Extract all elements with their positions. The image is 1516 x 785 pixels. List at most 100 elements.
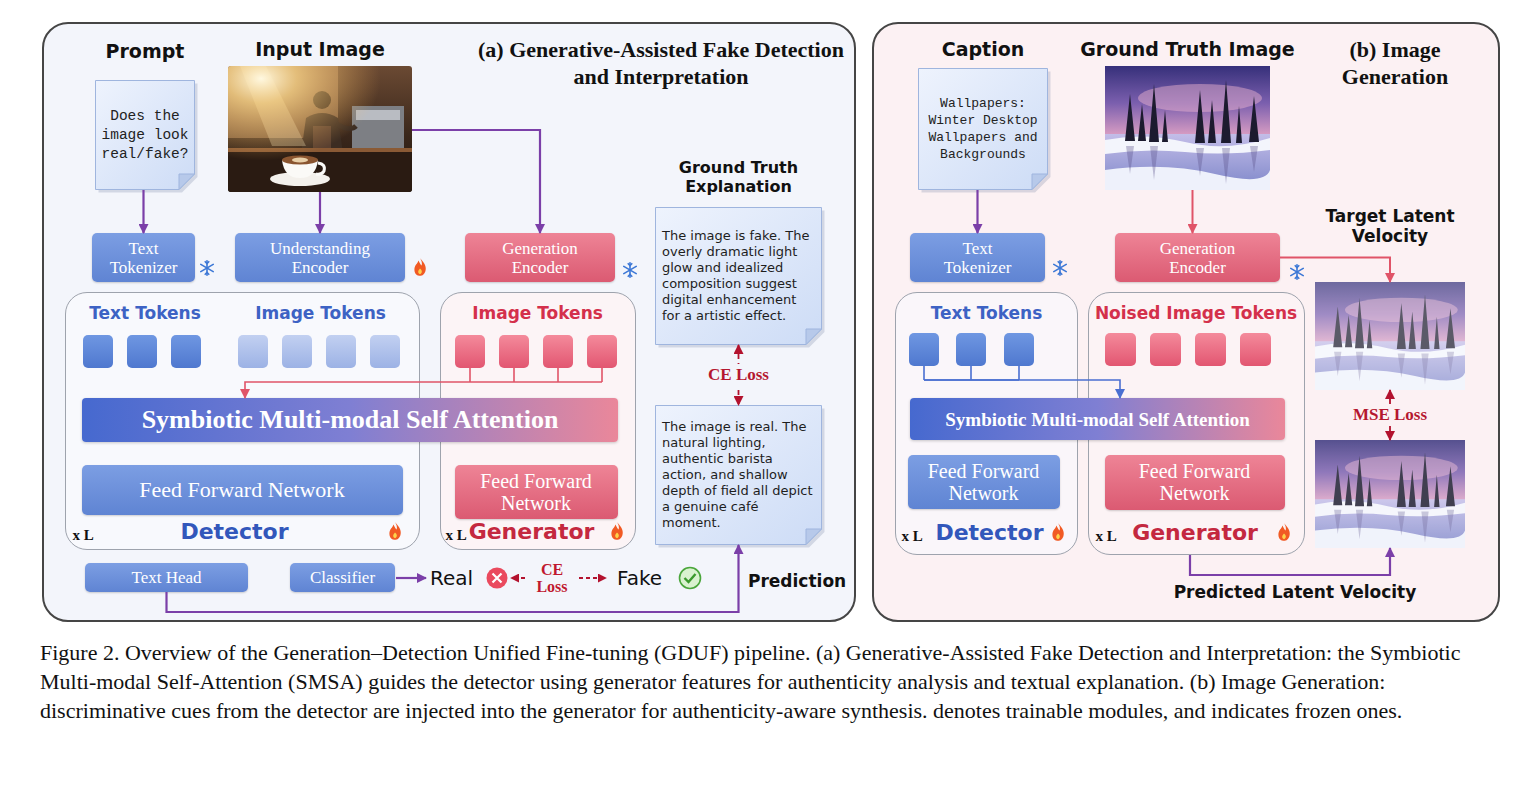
latent-image xyxy=(1315,282,1465,390)
note-body xyxy=(656,406,822,545)
image-heading: Target Latent Velocity xyxy=(1305,206,1475,246)
output-label: Prediction xyxy=(748,571,852,591)
frozen-icon xyxy=(624,263,636,277)
correct-icon xyxy=(680,568,701,589)
process-box: Understanding Encoder xyxy=(235,233,405,282)
edge-label: CE Loss xyxy=(705,364,772,386)
correct-icon xyxy=(680,568,701,589)
process-box: Feed Forward Network xyxy=(1105,455,1285,510)
trainable-icon xyxy=(611,522,622,540)
text-frame: Predicted Latent Velocity xyxy=(1150,582,1440,602)
text-frame: Generator xyxy=(462,519,602,545)
note-card: Ground Truth ExplanationThe image is fak… xyxy=(655,207,822,345)
connector-arrow xyxy=(976,190,978,233)
text-frame: Noised Image Tokens xyxy=(1092,303,1301,323)
token-heading: Noised Image Tokens xyxy=(1092,303,1301,323)
text-frame: Generator xyxy=(1128,520,1263,546)
frozen-icon xyxy=(1291,265,1303,279)
text-frame: Ground Truth Explanation xyxy=(655,158,822,196)
note-card: The image is real. The natural lighting,… xyxy=(655,405,822,545)
class-label: Real xyxy=(430,565,490,591)
connector-arrow xyxy=(1190,548,1390,575)
text-frame: MSE Loss xyxy=(1350,404,1430,426)
note-fold xyxy=(806,529,822,545)
token-square xyxy=(326,335,356,368)
token-square xyxy=(1240,333,1271,366)
attention-bar: Symbiotic Multi-modal Self Attention xyxy=(82,398,618,442)
connector-arrow xyxy=(142,190,144,233)
layer-count: x L xyxy=(1096,527,1126,545)
token-square xyxy=(1195,333,1226,366)
prompt-text: Does the image look real/fake? xyxy=(99,107,191,164)
note-card: PromptDoes the image look real/fake? xyxy=(95,80,195,190)
block-title: Detector xyxy=(160,519,310,545)
block-title: Generator xyxy=(462,519,602,545)
note-fold xyxy=(806,329,822,345)
text-frame: (b) Image Generation xyxy=(1320,36,1470,90)
connector-arrow xyxy=(319,192,321,233)
process-box: Text Tokenizer xyxy=(910,233,1045,282)
box-label: Generation Encoder xyxy=(1142,239,1254,277)
winter-photo xyxy=(1105,66,1270,190)
note-body xyxy=(656,208,822,345)
text-frame: Feed Forward Network xyxy=(919,460,1049,504)
note-heading: Caption xyxy=(918,38,1048,61)
box-label: Feed Forward Network xyxy=(919,460,1049,504)
connector-arrow xyxy=(245,382,470,398)
trainable-icon xyxy=(1052,523,1063,541)
bar-label: Symbiotic Multi-modal Self Attention xyxy=(915,408,1280,431)
note-heading: Ground Truth Explanation xyxy=(655,158,822,196)
text-frame: Prediction xyxy=(748,571,852,591)
latent-image xyxy=(1315,440,1465,548)
text-frame: Generation Encoder xyxy=(1142,239,1254,277)
token-heading: Image Tokens xyxy=(448,303,628,323)
note-card: CaptionWallpapers: Winter Desktop Wallpa… xyxy=(918,68,1048,190)
text-frame: Ground Truth Image xyxy=(1070,38,1305,61)
text-frame: Image Tokens xyxy=(240,303,402,323)
box-label: Feed Forward Network xyxy=(471,470,601,514)
image-heading: Input Image xyxy=(228,38,412,61)
token-square xyxy=(83,335,113,368)
note-shape xyxy=(918,68,1048,190)
text-frame: Input Image xyxy=(228,38,412,61)
token-square xyxy=(543,335,573,368)
text-frame: The image is real. The natural lighting,… xyxy=(662,419,815,531)
caption-text: Wallpapers: Winter Desktop Wallpapers an… xyxy=(923,95,1043,163)
text-frame: Symbiotic Multi-modal Self Attention xyxy=(915,408,1280,431)
frozen-icon xyxy=(201,261,213,275)
token-square xyxy=(238,335,268,368)
token-square xyxy=(83,333,1271,368)
text-frame: CE Loss xyxy=(527,561,577,595)
token-heading: Text Tokens xyxy=(902,303,1072,323)
token-square xyxy=(171,335,201,368)
explanation-text: The image is fake. The overly dramatic l… xyxy=(662,228,815,324)
correct-icon xyxy=(685,574,696,582)
box-label: Understanding Encoder xyxy=(255,239,385,277)
text-frame: Real xyxy=(430,565,490,591)
token-square xyxy=(1004,333,1034,366)
text-frame: Symbiotic Multi-modal Self Attention xyxy=(90,405,610,435)
box-label: Text Head xyxy=(92,568,242,587)
wrong-icon xyxy=(493,574,502,583)
text-frame: Understanding Encoder xyxy=(255,239,385,277)
process-box: Feed Forward Network xyxy=(82,465,403,515)
process-box: Generation Encoder xyxy=(1115,233,1280,282)
process-box: Text Head xyxy=(85,563,248,592)
token-square xyxy=(587,335,617,368)
latent-image xyxy=(1315,440,1465,548)
token-heading: Image Tokens xyxy=(240,303,402,323)
text-frame: The image is fake. The overly dramatic l… xyxy=(662,228,815,324)
connector-arrow xyxy=(1192,190,1194,233)
frozen-icon xyxy=(201,261,1303,279)
loss-arrow xyxy=(511,577,525,579)
text-frame: Does the image look real/fake? xyxy=(99,107,191,164)
note-fold xyxy=(179,174,195,190)
text-frame: Generation Encoder xyxy=(484,239,596,277)
attention-bar: Symbiotic Multi-modal Self Attention xyxy=(910,398,1285,440)
frozen-icon xyxy=(1054,261,1066,275)
token-square xyxy=(127,335,157,368)
text-frame: x L xyxy=(73,526,109,544)
